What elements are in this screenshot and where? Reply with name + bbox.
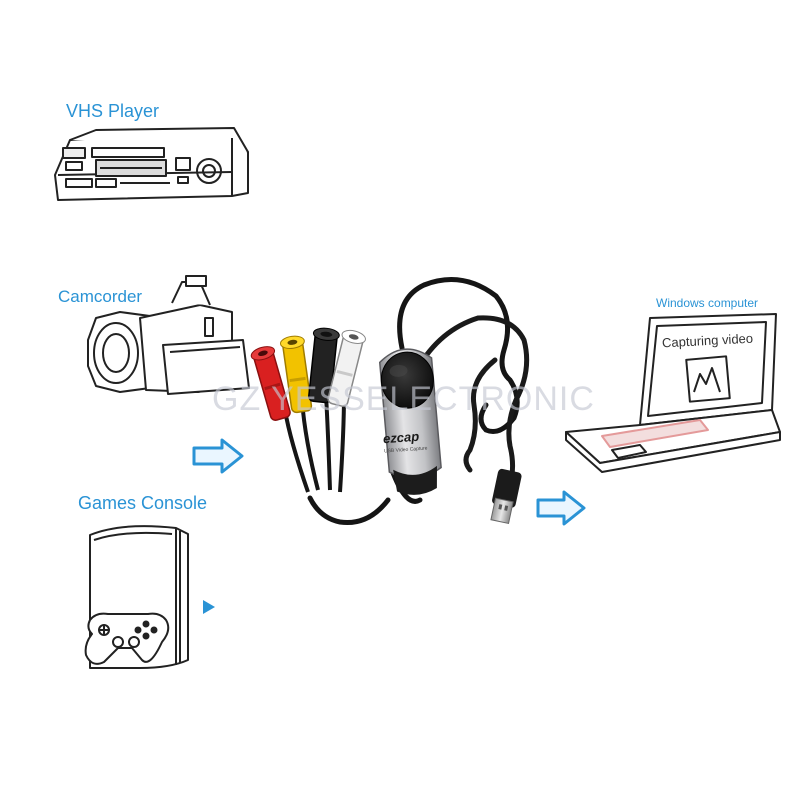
watermark-text: GZ YESSELECTRONIC	[212, 380, 595, 418]
gamepad-icon	[84, 612, 170, 665]
arrow-right-icon	[192, 438, 244, 474]
games-console-label: Games Console	[78, 493, 208, 513]
camcorder-label: Camcorder	[58, 287, 143, 306]
usb-capture-cable-icon	[250, 277, 530, 526]
vhs-player-label: VHS Player	[66, 101, 160, 121]
arrow-right-icon	[536, 490, 586, 526]
arrow-right-icon	[203, 600, 215, 614]
laptop-icon	[565, 313, 781, 473]
device-brand-label: ezcap	[382, 428, 420, 447]
windows-computer-label: Windows computer	[656, 296, 759, 310]
vhs-player-icon	[54, 127, 249, 201]
camcorder-icon	[87, 275, 250, 395]
